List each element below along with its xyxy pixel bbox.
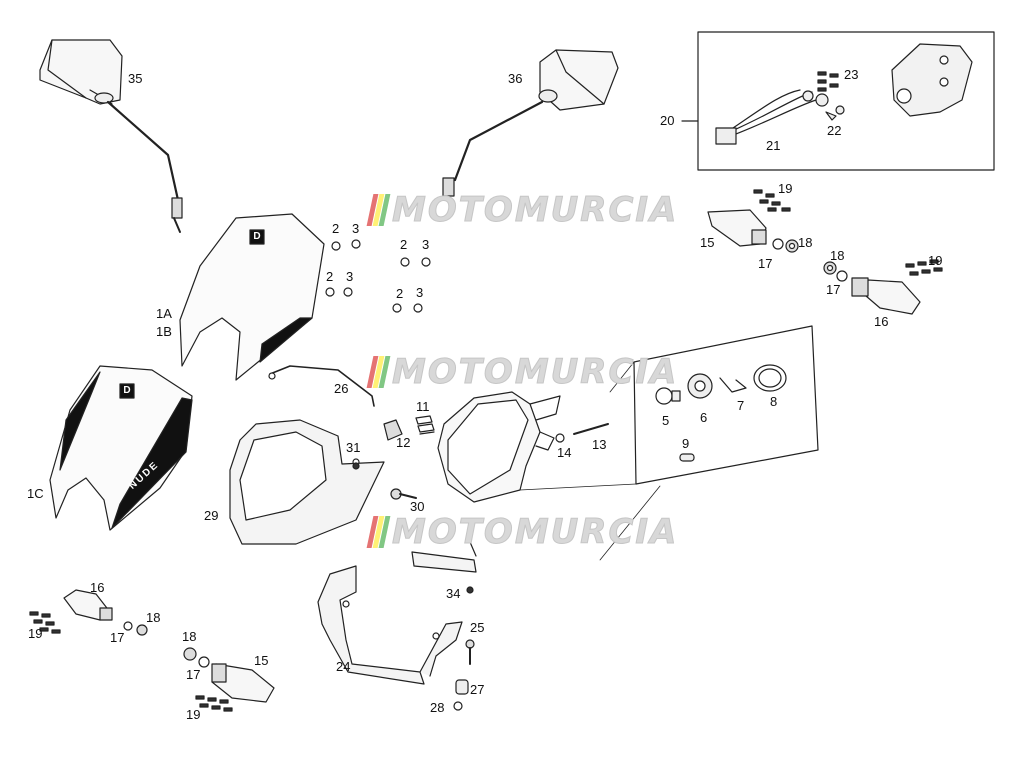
- callout-31: 31: [346, 440, 361, 455]
- callout-18: 18: [830, 248, 845, 263]
- screw-13: [573, 423, 609, 435]
- callout-2: 2: [332, 221, 340, 236]
- indicator-front-right: [707, 209, 799, 253]
- callout-3: 3: [416, 285, 424, 300]
- callout-30: 30: [410, 499, 425, 514]
- callout-23: 23: [844, 67, 859, 82]
- callout-34: 34: [446, 586, 461, 601]
- spring-11: [415, 415, 435, 435]
- headlight-shell-29: [229, 419, 385, 545]
- callout-9: 9: [682, 436, 690, 451]
- bracket-26: [268, 365, 375, 407]
- callout-18: 18: [146, 610, 161, 625]
- wiring-kit-box: [681, 31, 995, 171]
- callout-29: 29: [204, 508, 219, 523]
- callout-14: 14: [557, 445, 572, 460]
- callout-18: 18: [798, 235, 813, 250]
- washers-2-3: [325, 239, 431, 313]
- callout-3: 3: [352, 221, 360, 236]
- callout-24: 24: [336, 659, 351, 674]
- callout-6: 6: [700, 410, 708, 425]
- callout-11: 11: [416, 399, 430, 414]
- callout-3: 3: [422, 237, 430, 252]
- callout-22: 22: [827, 123, 842, 138]
- callout-21: 21: [766, 138, 781, 153]
- callout-25: 25: [470, 620, 485, 635]
- callout-27: 27: [470, 682, 485, 697]
- callout-35: 35: [128, 71, 143, 86]
- watermark-bars: [366, 356, 392, 388]
- callout-36: 36: [508, 71, 523, 86]
- callout-2: 2: [326, 269, 334, 284]
- callout-1c: 1C: [27, 486, 44, 501]
- clip-12: [383, 419, 403, 441]
- callout-7: 7: [737, 398, 745, 413]
- watermark-bars: [366, 194, 392, 226]
- fairing-logo-letter: D: [123, 385, 131, 396]
- callout-1a: 1A: [156, 306, 172, 321]
- nut-34: [466, 586, 474, 594]
- callout-5: 5: [662, 413, 670, 428]
- callout-19: 19: [928, 253, 943, 268]
- small-bracket: [411, 541, 477, 573]
- washer-31: [352, 462, 360, 470]
- callout-19: 19: [186, 707, 201, 722]
- watermark-text: MOTOMURCIA: [391, 190, 679, 231]
- callout-15: 15: [700, 235, 715, 250]
- callout-1b: 1B: [156, 324, 172, 339]
- screws-19-right: [905, 259, 943, 276]
- screws-19-top: [753, 189, 791, 212]
- callout-8: 8: [770, 394, 778, 409]
- callout-3: 3: [346, 269, 354, 284]
- indicator-front-left: [63, 589, 148, 636]
- watermark-bars: [366, 516, 392, 548]
- callout-15: 15: [254, 653, 269, 668]
- mirror-left: [39, 39, 183, 233]
- callout-2: 2: [396, 286, 404, 301]
- indicator-rear-right: [823, 261, 921, 315]
- callout-18: 18: [182, 629, 197, 644]
- callout-20: 20: [660, 113, 675, 128]
- callout-28: 28: [430, 700, 445, 715]
- fairing-logo-letter: D: [253, 231, 261, 242]
- watermark-text: MOTOMURCIA: [391, 352, 679, 393]
- indicator-rear-left: [183, 647, 275, 703]
- spacer-27: [455, 679, 469, 695]
- callout-17: 17: [758, 256, 773, 271]
- mirror-right: [442, 49, 619, 197]
- callout-13: 13: [592, 437, 607, 452]
- watermark: MOTOMURCIA: [366, 190, 679, 231]
- windscreen-1c: [49, 365, 193, 531]
- callout-17: 17: [186, 667, 201, 682]
- washer-28: [453, 701, 463, 711]
- callout-16: 16: [90, 580, 105, 595]
- callout-2: 2: [400, 237, 408, 252]
- screws-19-bottom: [195, 695, 233, 712]
- screw-25: [465, 639, 475, 665]
- screw-30: [390, 488, 417, 500]
- callout-17: 17: [110, 630, 125, 645]
- callout-26: 26: [334, 381, 349, 396]
- support-bracket-24: [317, 565, 463, 685]
- callout-17: 17: [826, 282, 841, 297]
- windscreen-1a-1b: [179, 213, 325, 381]
- callout-16: 16: [874, 314, 889, 329]
- watermark-text: MOTOMURCIA: [391, 512, 679, 553]
- callout-12: 12: [396, 435, 411, 450]
- bulb-box: [519, 325, 819, 561]
- screws-19-left: [29, 611, 61, 634]
- washer-14: [555, 433, 565, 443]
- watermark: MOTOMURCIA: [366, 512, 679, 553]
- watermark: MOTOMURCIA: [366, 352, 679, 393]
- headlight-unit: [437, 391, 561, 503]
- callout-19: 19: [28, 626, 43, 641]
- callout-19: 19: [778, 181, 793, 196]
